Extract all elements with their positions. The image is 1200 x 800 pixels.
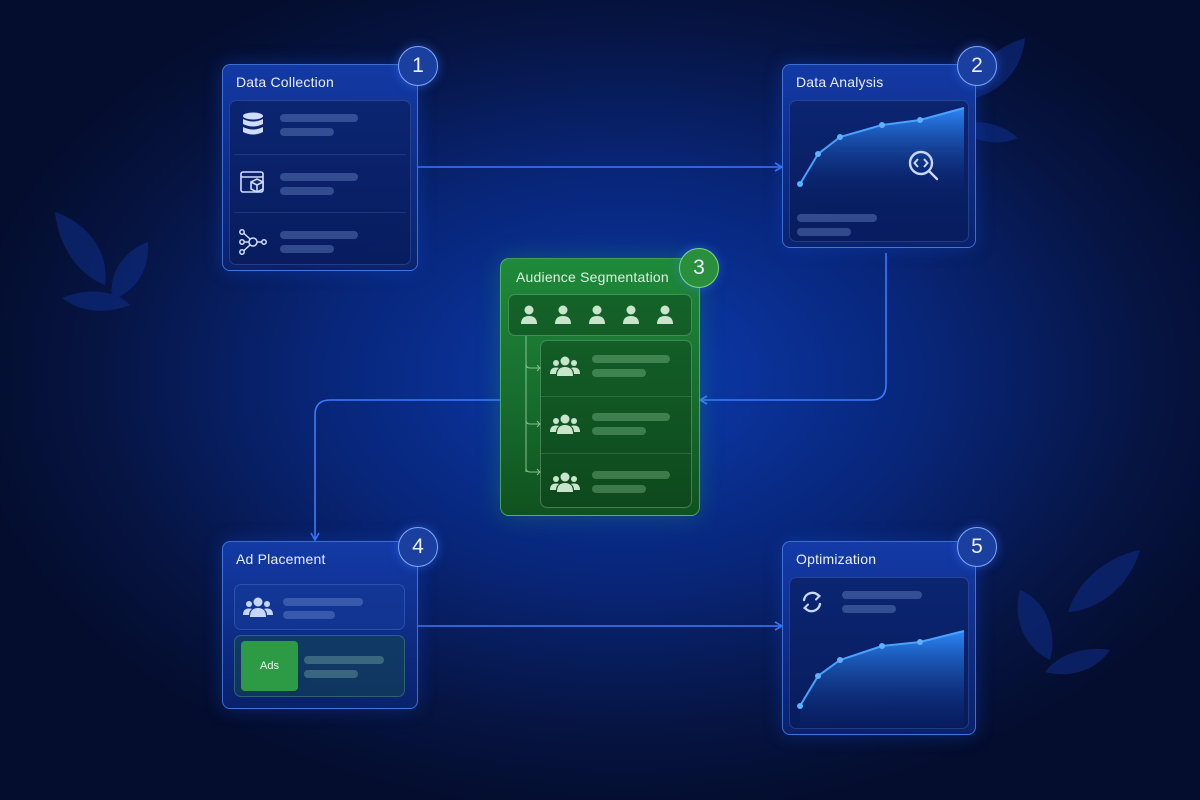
placeholder-bar <box>592 427 646 435</box>
divider <box>541 453 691 454</box>
connector-3-to-4 <box>310 399 500 542</box>
person-icon <box>555 305 571 324</box>
placeholder-bar <box>592 355 670 363</box>
step-badge-1: 1 <box>398 46 438 86</box>
placeholder-bar <box>592 471 670 479</box>
group-icon <box>243 597 273 617</box>
code-search-icon <box>908 150 939 181</box>
placeholder-bar <box>842 605 896 613</box>
growth-area-chart <box>797 630 965 726</box>
placeholder-bar <box>842 591 922 599</box>
placeholder-bar <box>283 611 335 619</box>
placeholder-bar <box>280 173 358 181</box>
placeholder-bar <box>280 128 334 136</box>
step-badge-2: 2 <box>957 46 997 86</box>
browser-package-icon <box>240 171 264 193</box>
group-icon <box>550 414 580 434</box>
audience-segmentation-title: Audience Segmentation <box>516 269 669 285</box>
divider <box>234 212 406 213</box>
group-icon <box>550 472 580 492</box>
step-badge-4: 4 <box>398 527 438 567</box>
placeholder-bar <box>592 369 646 377</box>
placeholder-bar <box>280 187 334 195</box>
placeholder-bar <box>797 214 877 222</box>
person-icon <box>521 305 537 324</box>
ad-audience-row <box>234 584 405 630</box>
person-icon <box>657 305 673 324</box>
database-icon <box>243 112 263 135</box>
placeholder-bar <box>797 228 851 236</box>
placeholder-bar <box>283 598 363 606</box>
placeholder-bar <box>592 485 646 493</box>
audience-segmentation-card[interactable]: Audience Segmentation <box>500 258 700 516</box>
audience-people-icons <box>521 305 673 324</box>
step-badge-3: 3 <box>679 248 719 288</box>
person-icon <box>623 305 639 324</box>
segment-branch-lines <box>525 336 541 476</box>
placeholder-bar <box>304 670 358 678</box>
group-icon <box>550 356 580 376</box>
data-analysis-title: Data Analysis <box>796 74 884 90</box>
network-nodes-icon <box>239 229 267 255</box>
audience-people-row <box>508 294 692 336</box>
ad-placement-title: Ad Placement <box>236 551 326 567</box>
ads-tile[interactable]: Ads <box>241 641 298 691</box>
placeholder-bar <box>304 656 384 664</box>
placeholder-bar <box>280 114 358 122</box>
placeholder-bar <box>280 245 334 253</box>
step-badge-5: 5 <box>957 527 997 567</box>
refresh-cycle-icon <box>802 591 822 613</box>
person-icon <box>589 305 605 324</box>
placeholder-bar <box>592 413 670 421</box>
data-collection-list <box>229 100 411 265</box>
data-collection-card[interactable]: Data Collection <box>222 64 418 271</box>
divider <box>541 396 691 397</box>
data-collection-title: Data Collection <box>236 74 334 90</box>
divider <box>234 154 406 155</box>
optimization-title: Optimization <box>796 551 877 567</box>
placeholder-bar <box>280 231 358 239</box>
connector-2-to-3 <box>698 253 887 405</box>
